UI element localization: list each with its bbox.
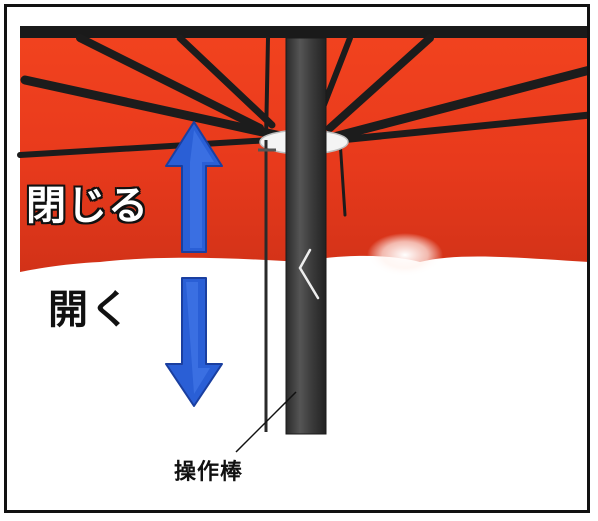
arrow-down-icon [165,277,223,407]
close-label: 閉じる [25,183,149,229]
pole-hook [298,248,320,300]
arrow-up-icon [165,121,223,253]
operating-rod-label: 操作棒 [174,460,244,485]
pole [286,38,326,434]
light-glare [367,233,443,277]
open-label: 開く [48,287,132,333]
pointer-line [235,391,297,453]
